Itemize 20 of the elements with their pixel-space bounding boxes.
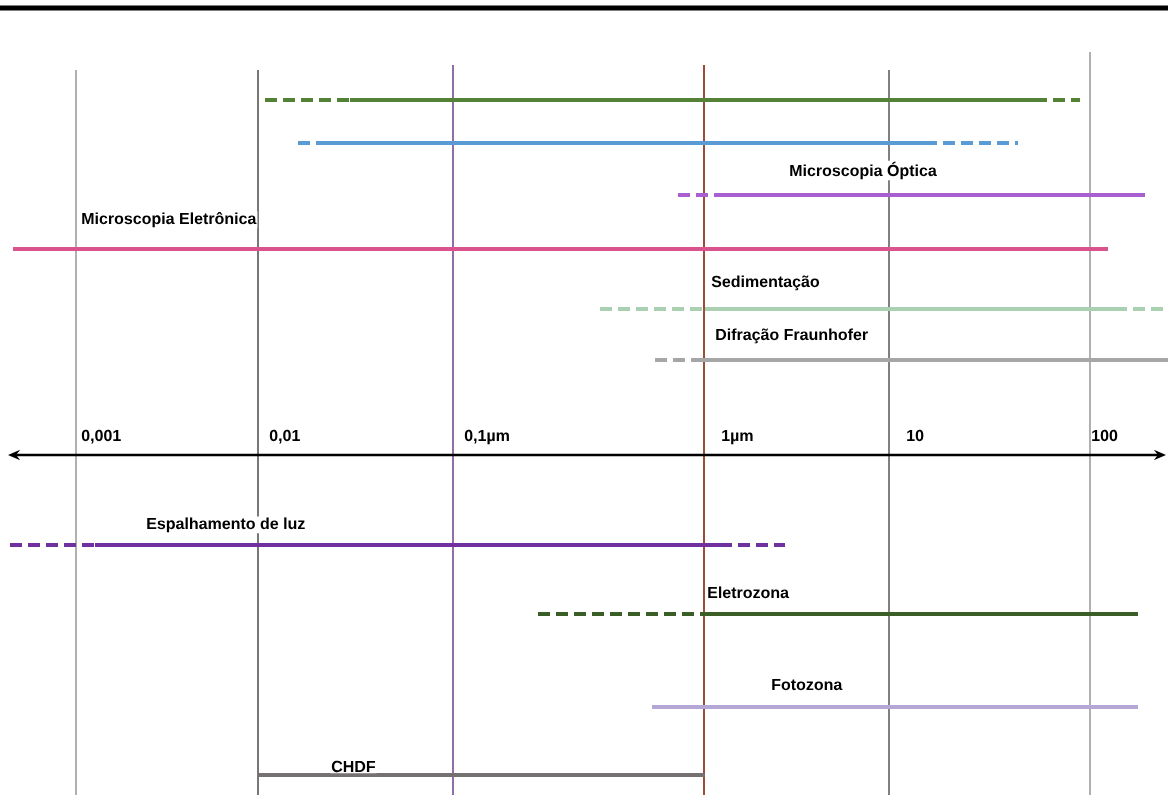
- axis-tick-label: 1µm: [722, 430, 753, 445]
- axis-tick-label: 0,01: [269, 429, 300, 444]
- axis-tick-label: 0,001: [81, 429, 121, 444]
- range-bar: Eletrozona: [538, 585, 1138, 616]
- axis-tick-label: 10: [907, 429, 924, 442]
- range-bar: Espalhamento de luz: [10, 516, 785, 547]
- range-bar: Fotozona: [652, 678, 1138, 709]
- node-label: CHDF: [331, 760, 376, 773]
- axis-tick-label: 0,1µm: [464, 429, 509, 445]
- range-bar: CHDF: [258, 759, 705, 777]
- node-label: Microscopia Eletrônica: [82, 212, 257, 228]
- range-bar: [298, 141, 1018, 145]
- range-bar: Sedimentação: [600, 274, 1168, 311]
- range-bar: [265, 98, 1080, 102]
- node-label: Microscopia Óptica: [790, 161, 937, 180]
- range-bar: Difração Fraunhofer: [655, 327, 1168, 362]
- range-bar: Microscopia Óptica: [678, 160, 1145, 197]
- node-label: Espalhamento de luz: [147, 517, 305, 533]
- range-bar: Microscopia Eletrônica: [13, 211, 1108, 251]
- axis-tick-label: 100: [1092, 429, 1118, 442]
